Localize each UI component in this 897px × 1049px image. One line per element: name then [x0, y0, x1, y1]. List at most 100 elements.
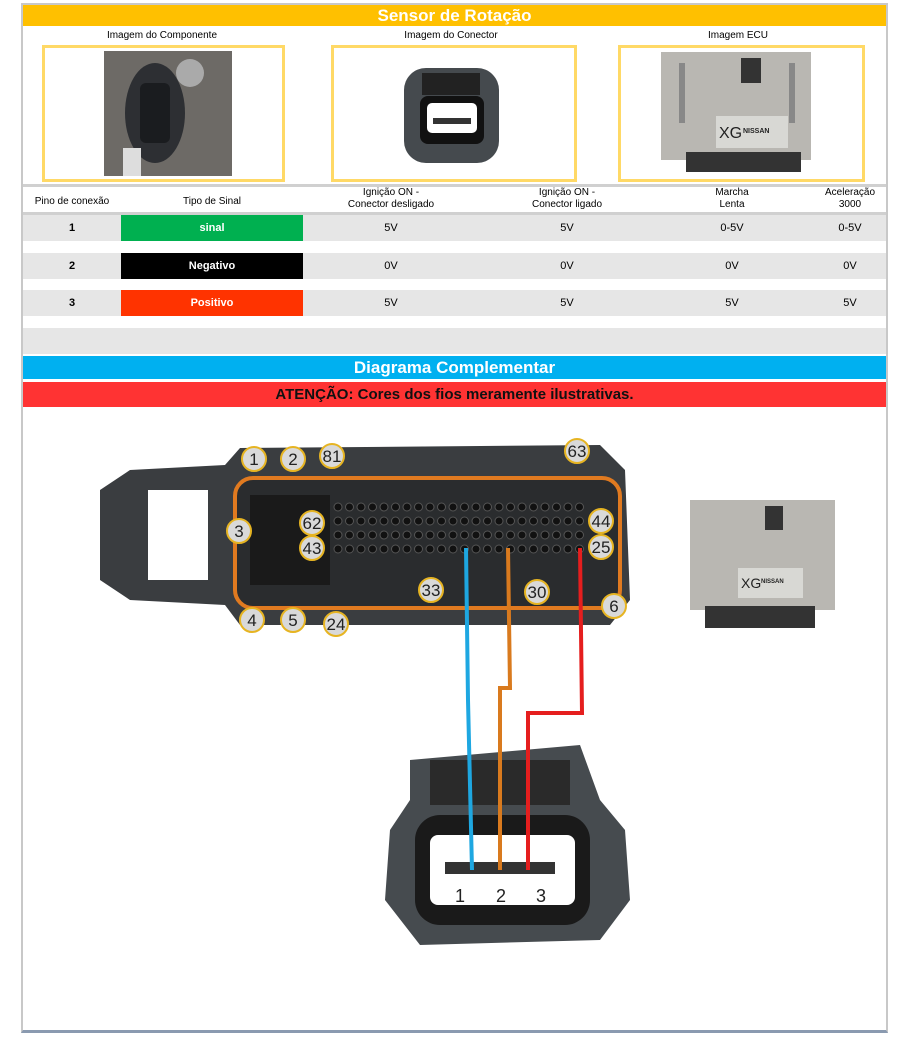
pin-hole: [379, 530, 389, 540]
pin-hole: [437, 530, 446, 540]
svg-text:XG: XG: [741, 575, 761, 591]
pin-hole: [345, 502, 354, 512]
pin-hole: [379, 516, 389, 526]
ign-off-value: 5V: [384, 297, 398, 309]
pin-hole: [529, 502, 538, 512]
ecu-pin-number: 44: [592, 512, 611, 531]
pin-hole: [540, 516, 550, 526]
pin-hole: [529, 544, 538, 554]
svg-text:NISSAN: NISSAN: [761, 579, 784, 585]
wire-pin2: [498, 547, 513, 870]
pin-hole: [333, 544, 343, 554]
ecu-pin-number: 33: [422, 581, 441, 600]
pin-hole: [460, 516, 469, 526]
pin-hole: [552, 530, 561, 540]
pin-hole: [391, 544, 400, 554]
pin-hole: [563, 530, 573, 540]
header-ign-off: Ignição ON -Conector desligado: [311, 187, 471, 211]
pin-hole: [494, 516, 504, 526]
page-title: Sensor de Rotação: [23, 5, 886, 26]
ecu-pin-label: 3: [226, 518, 252, 544]
ecu-pin-number: 2: [288, 450, 297, 469]
pin-hole: [471, 516, 481, 526]
pin-hole: [448, 516, 458, 526]
accel-value: 5V: [843, 297, 857, 309]
ecu-pin-label: 1: [241, 446, 267, 472]
ecu-pin-label: 5: [280, 607, 306, 633]
wire-pin1: [464, 547, 474, 871]
header-signal: Tipo de Sinal: [183, 196, 241, 207]
connector-image-label: Imagem do Conector: [404, 30, 498, 41]
connector-image: [331, 45, 577, 182]
warning-banner: ATENÇÃO: Cores dos fios meramente ilustr…: [23, 382, 886, 407]
header-ign-on: Ignição ON -Conector ligado: [487, 187, 647, 211]
pin-hole: [540, 530, 550, 540]
ecu-pin-number: 25: [592, 538, 611, 557]
pin-hole: [414, 530, 423, 540]
sensor-pin-number: 2: [496, 886, 506, 906]
pin-hole: [425, 502, 435, 512]
accel-value: 0-5V: [838, 222, 862, 234]
pin-hole: [414, 516, 423, 526]
pin-hole: [402, 530, 412, 540]
pin-hole: [368, 530, 377, 540]
pin-hole: [333, 516, 343, 526]
pin-hole: [425, 530, 435, 540]
ecu-pin-label: 63: [564, 438, 590, 464]
ecu-image-label: Imagem ECU: [707, 30, 768, 41]
pin-hole: [402, 544, 412, 554]
header-ign-on-line1: Ignição ON -: [538, 187, 596, 198]
table-empty-row: [23, 328, 886, 354]
pin-hole: [356, 544, 366, 554]
pin-hole: [460, 530, 469, 540]
ecu-pin-number: 6: [609, 597, 618, 616]
pin-hole: [448, 502, 458, 512]
accel-value: 0V: [843, 260, 857, 272]
pin-hole: [356, 516, 366, 526]
pin-hole: [563, 544, 573, 554]
pin-hole: [356, 530, 366, 540]
pin-hole: [471, 502, 481, 512]
ecu-pin-number: 24: [327, 615, 346, 634]
pin-hole: [391, 516, 400, 526]
ecu-pin-number: 81: [323, 447, 342, 466]
ecu-pin-label: 2: [280, 446, 306, 472]
pin-hole: [494, 544, 504, 554]
pin-hole: [379, 544, 389, 554]
ecu-pin-label: 6: [601, 593, 627, 619]
pin-hole: [368, 516, 377, 526]
pin-hole: [483, 502, 492, 512]
pin-hole: [575, 502, 584, 512]
sensor-connector-image: [385, 745, 630, 945]
pin-hole: [483, 530, 492, 540]
pin-hole: [552, 544, 561, 554]
pin-hole: [552, 502, 561, 512]
ecu-pin-label: 62: [299, 510, 325, 536]
pin-hole: [448, 544, 458, 554]
signal-type-badge: Positivo: [121, 290, 303, 316]
ign-on-value: 5V: [560, 222, 574, 234]
pin-hole: [333, 530, 343, 540]
ecu-pin-label: 4: [239, 607, 265, 633]
pin-hole: [368, 544, 377, 554]
pin-hole: [494, 502, 504, 512]
pin-hole: [402, 516, 412, 526]
sensor-pin-number: 3: [536, 886, 546, 906]
ign-on-value: 0V: [560, 260, 574, 272]
header-accel-line1: Aceleração: [824, 187, 876, 198]
pin-hole: [391, 530, 400, 540]
wire-pin3: [526, 547, 585, 870]
header-pin: Pino de conexão: [34, 196, 110, 207]
ecu-pin-label: 24: [323, 611, 349, 637]
pin-hole: [494, 530, 504, 540]
ecu-pin-number: 62: [303, 514, 322, 533]
pin-hole: [460, 502, 469, 512]
pin-hole: [414, 544, 423, 554]
pin-hole: [345, 530, 354, 540]
idle-value: 5V: [725, 297, 739, 309]
pin-hole: [529, 516, 538, 526]
